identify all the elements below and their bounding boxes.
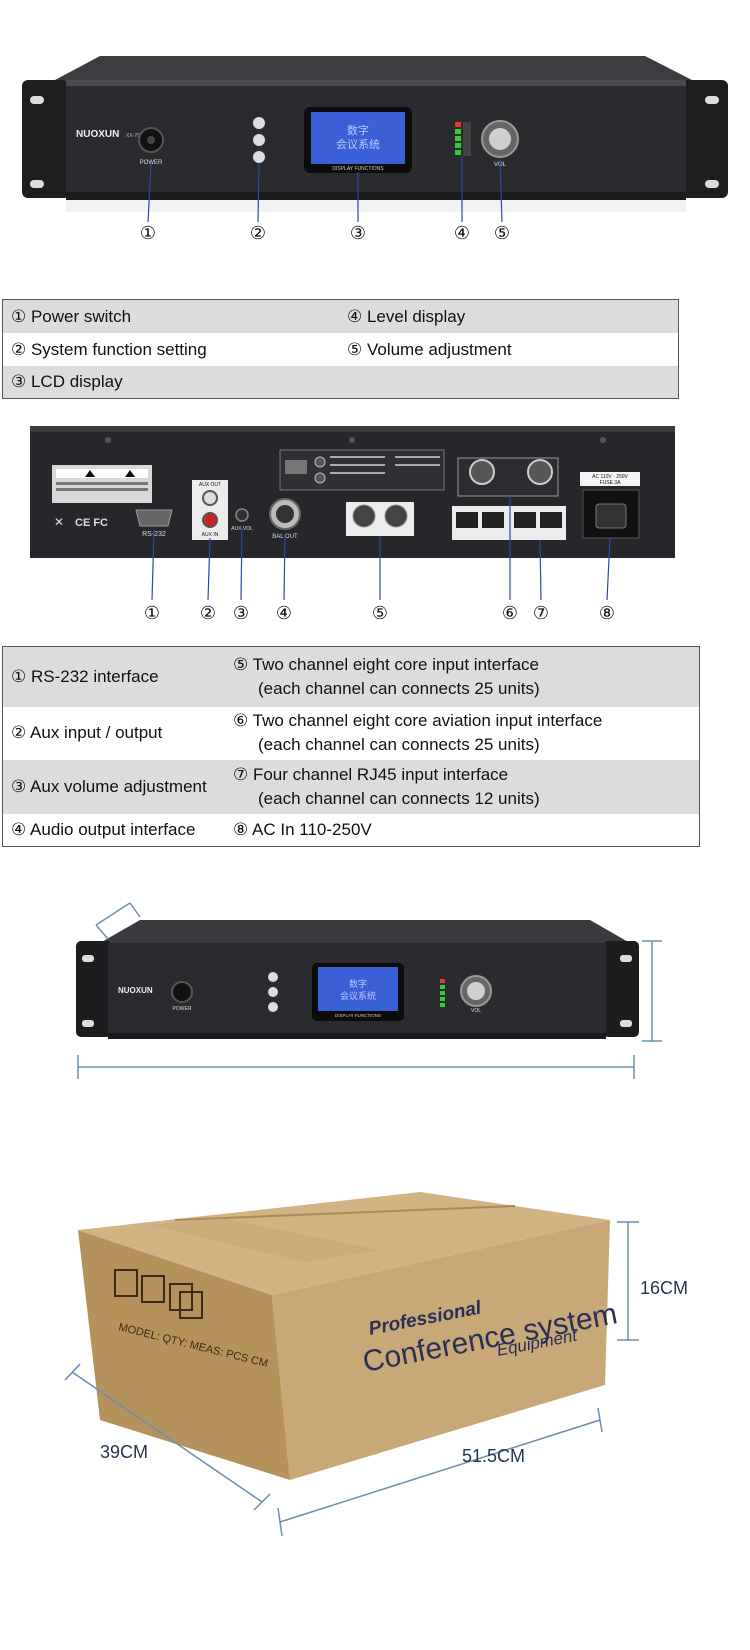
cert-marks: ✕ — [54, 515, 64, 529]
rj45-port-1[interactable] — [456, 512, 478, 528]
rear-spec-table: ① RS-232 interface ⑤ Two channel eight c… — [2, 646, 700, 847]
aux-out-jack[interactable] — [202, 490, 218, 506]
vol-label-small: VOL — [471, 1008, 481, 1014]
rear-row1-right1: ⑤ Two channel eight core input interface — [233, 655, 539, 674]
lcd-small-line1: 数字 — [349, 978, 367, 989]
lcd-small-line2: 会议系统 — [340, 990, 376, 1001]
front-spec-table: ① Power switch ④ Level display ② System … — [2, 299, 679, 399]
front-callout-1: ① — [140, 223, 156, 243]
aux-in-label: AUX IN — [202, 532, 219, 538]
rear-row4-right1: ⑧ AC In 110-250V — [233, 820, 372, 839]
rear-row2-right1: ⑥ Two channel eight core aviation input … — [233, 711, 603, 730]
rear-row3-left: ③ Aux volume adjustment — [11, 777, 207, 796]
rear-callout-2: ② — [200, 603, 216, 623]
table-row: ④ Audio output interface ⑧ AC In 110-250… — [3, 814, 699, 846]
rear-row1-right2: (each channel can connects 25 units) — [258, 679, 540, 698]
aviation-input-2[interactable] — [527, 459, 553, 485]
rear-row2-left: ② Aux input / output — [11, 723, 163, 742]
power-label: POWER — [140, 160, 163, 166]
rear-row3-right1: ⑦ Four channel RJ45 input interface — [233, 765, 509, 784]
lcd-small-caption: DISPLAY FUNCTIONS — [335, 1013, 381, 1018]
eight-core-input-2[interactable] — [384, 504, 408, 528]
rj45-port-4[interactable] — [540, 512, 562, 528]
lcd-caption: DISPLAY FUNCTIONS — [332, 166, 384, 172]
rear-callout-8: ⑧ — [599, 603, 615, 623]
rear-row2-right2: (each channel can connects 25 units) — [258, 735, 540, 754]
table-row: ① RS-232 interface ⑤ Two channel eight c… — [3, 647, 699, 707]
aviation-input-1[interactable] — [469, 459, 495, 485]
front-callout-2: ② — [250, 223, 266, 243]
lcd-text-line2: 会议系统 — [336, 138, 380, 151]
packaging-box-section: MODEL: QTY: MEAS: PCS CM Professional Co… — [0, 1180, 750, 1645]
table-row: ① Power switch ④ Level display — [3, 300, 678, 333]
lcd-text-line1: 数字 — [347, 123, 369, 137]
cert-mark-text: CE FC — [75, 517, 108, 529]
level-led — [455, 122, 461, 127]
rj45-port-3[interactable] — [514, 512, 536, 528]
rear-callout-5: ⑤ — [372, 603, 388, 623]
rj45-port-2[interactable] — [482, 512, 504, 528]
front-row2-right: ⑤ Volume adjustment — [347, 340, 512, 359]
eight-core-input-1[interactable] — [352, 504, 376, 528]
table-row: ③ LCD display — [3, 366, 678, 398]
dimension-view-section: NUOXUN POWER 数字 会议系统 DISPLAY FUNCTIONS V… — [0, 895, 750, 1095]
front-row2-left: ② System function setting — [11, 340, 207, 359]
rear-callout-7: ⑦ — [533, 603, 549, 623]
front-callout-4: ④ — [454, 223, 470, 243]
box-front-face — [272, 1220, 610, 1480]
front-row1-right: ④ Level display — [347, 307, 466, 326]
table-row: ② System function setting ⑤ Volume adjus… — [3, 333, 678, 366]
power-switch-small[interactable] — [171, 981, 193, 1003]
table-row: ② Aux input / output ⑥ Two channel eight… — [3, 707, 699, 760]
aux-out-label: AUX OUT — [199, 482, 221, 488]
front-callout-3: ③ — [350, 223, 366, 243]
aux-vol-knob[interactable] — [235, 508, 249, 522]
box-depth-label: 39CM — [100, 1442, 148, 1462]
rear-row3-right2: (each channel can connects 12 units) — [258, 789, 540, 808]
front-callout-5: ⑤ — [494, 223, 510, 243]
power-label-small: POWER — [173, 1006, 192, 1012]
brand-text-small: NUOXUN — [118, 986, 153, 995]
rs232-port[interactable] — [135, 509, 173, 527]
ac-label-line2: FUSE 3A — [600, 480, 622, 486]
box-width-label: 51.5CM — [462, 1446, 525, 1466]
front-row3-left: ③ LCD display — [11, 372, 123, 391]
rear-row1-left: ① RS-232 interface — [11, 667, 159, 686]
brand-text: NUOXUN — [76, 129, 119, 140]
box-height-label: 16CM — [640, 1278, 688, 1298]
lcd-display — [311, 112, 405, 164]
front-panel-section: NUOXUN XX-7000M POWER 数字 会议系统 DISPLAY FU… — [0, 0, 750, 270]
rear-callout-1: ① — [144, 603, 160, 623]
function-button-down[interactable] — [253, 151, 265, 163]
rear-callout-6: ⑥ — [502, 603, 518, 623]
table-row: ③ Aux volume adjustment ⑦ Four channel R… — [3, 760, 699, 814]
aux-in-jack[interactable] — [202, 512, 218, 528]
ac-label-line1: AC 110V - 250V — [592, 474, 628, 480]
rear-callout-3: ③ — [233, 603, 249, 623]
function-button-up[interactable] — [253, 117, 265, 129]
lcd-display-small — [318, 967, 398, 1011]
rear-row4-left: ④ Audio output interface — [11, 820, 196, 839]
function-button-ok[interactable] — [253, 134, 265, 146]
front-row1-left: ① Power switch — [11, 307, 132, 326]
rear-callout-4: ④ — [276, 603, 292, 623]
rear-panel-section: ✕ CE FC RS-232 AUX OUT AUX IN AUX VOL BA… — [0, 420, 750, 630]
model-text: XX-7000M — [126, 133, 150, 139]
